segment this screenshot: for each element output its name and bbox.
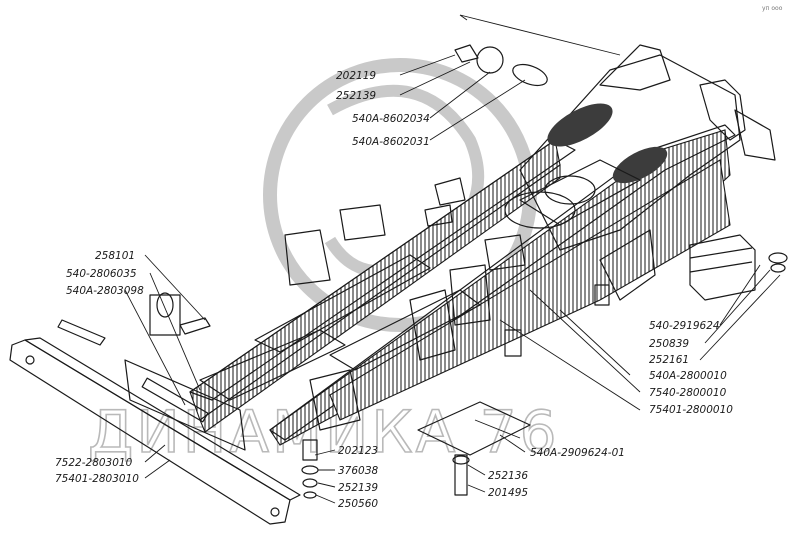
part-label: 3760З8 (338, 465, 378, 477)
part-label: 7522-2803010 (55, 457, 133, 469)
labels-bottom: 202123 3760З8 252139 250560 540А-2909624… (338, 445, 625, 510)
tube-crossmember (504, 191, 576, 229)
frame-brackets (284, 177, 526, 431)
part-label: 250560 (338, 498, 378, 510)
part-label: 75401-2800010 (649, 404, 733, 416)
right-loose-parts (689, 234, 788, 301)
part-label: 540-2806035 (66, 268, 137, 280)
labels-right: 540-2919624 250839 252161 540А-2800010 7… (649, 320, 733, 416)
cross-members (199, 159, 641, 401)
part-label: 540А-8602034 (352, 113, 430, 125)
labels-left: 258101 540-2806035 540А-2803098 (66, 250, 144, 297)
labels-front: 7522-2803010 75401-2803010 (55, 457, 139, 485)
part-label: 258101 (95, 250, 135, 262)
corner-mark: уп ооо (762, 5, 783, 12)
part-label: 252139 (336, 90, 376, 102)
labels-top: 202119 252139 540А-8602034 540А-8602031 (336, 70, 430, 148)
left-loose-parts (57, 292, 211, 346)
part-label: 252139 (338, 482, 378, 494)
front-bumper (9, 337, 301, 525)
part-label: 202119 (336, 70, 376, 82)
top-loose-parts (454, 14, 621, 87)
leader-lines (124, 54, 781, 504)
bottom-loose-parts (301, 401, 531, 499)
part-label: 540А-2803098 (66, 285, 144, 297)
rear-frame-section (504, 44, 776, 357)
part-label: 540А-2909624-01 (530, 447, 625, 459)
oval-opening (612, 146, 668, 184)
part-label: 540-2919624 (649, 320, 720, 332)
part-label: 252161 (649, 354, 689, 366)
part-label: 7540-2800010 (649, 387, 727, 399)
part-label: 75401-2803010 (55, 473, 139, 485)
part-label: 201495 (488, 487, 528, 499)
oval-opening (547, 103, 613, 147)
part-label: 540А-8602031 (352, 136, 430, 148)
part-label: 252136 (488, 470, 528, 482)
part-label: 540А-2800010 (649, 370, 727, 382)
part-label: 202123 (338, 445, 378, 457)
part-label: 250839 (649, 338, 689, 350)
